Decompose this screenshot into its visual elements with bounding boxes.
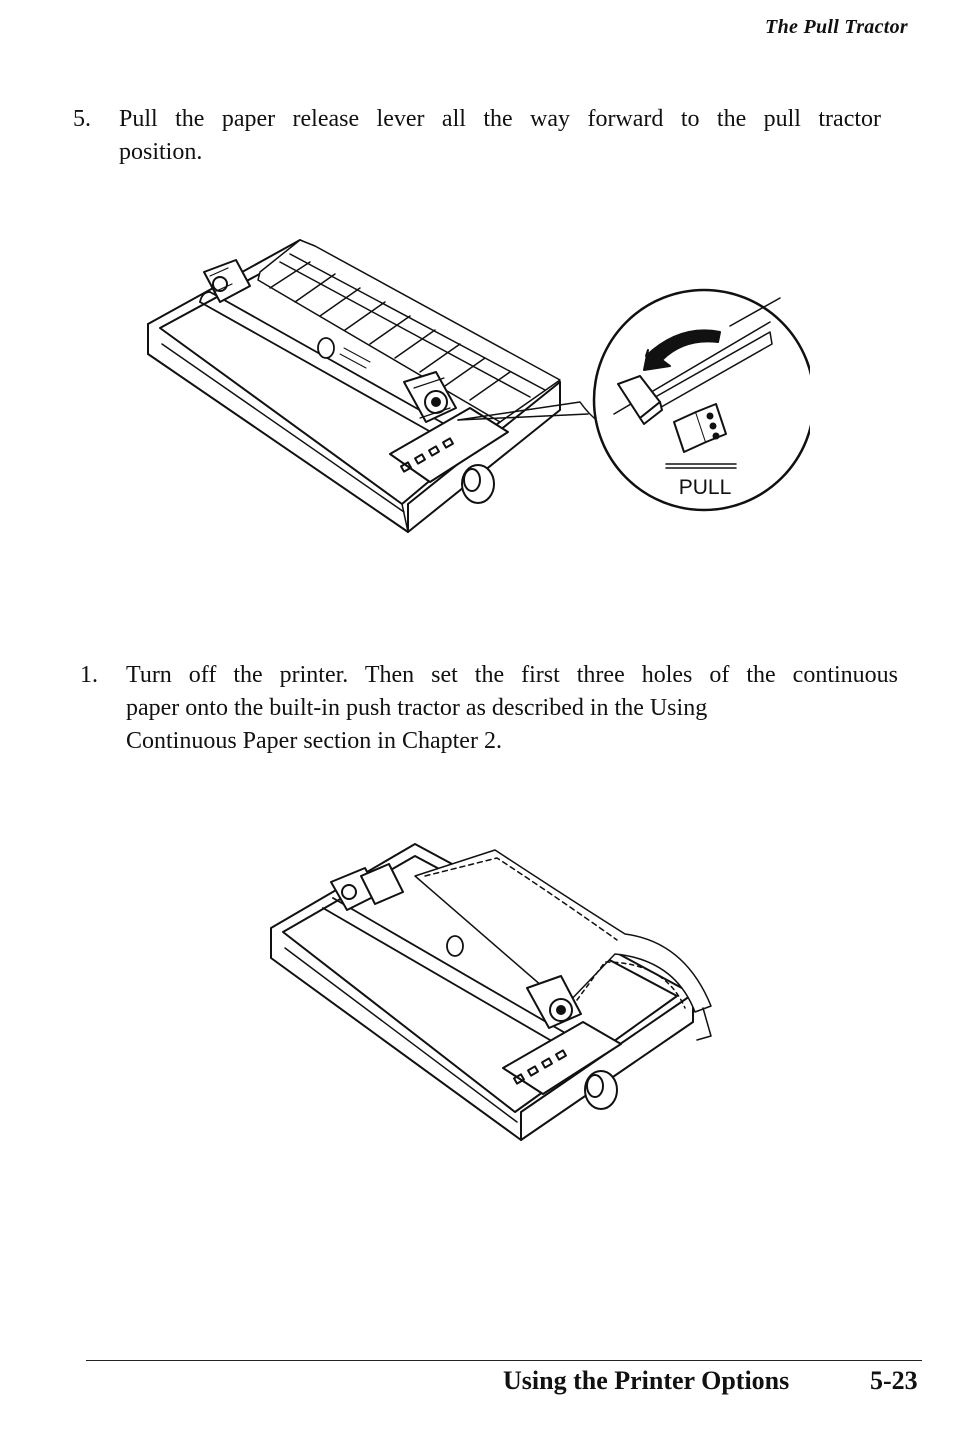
step-line: position.: [119, 139, 203, 165]
detail-callout: PULL: [592, 288, 810, 512]
step-line: Turn off the printer. Then set the first…: [126, 662, 898, 688]
step-1: 1. Turn off the printer. Then set the fi…: [80, 659, 900, 764]
printer-release-lever-illustration: PULL: [147, 239, 810, 533]
tractor-unit-left: [203, 259, 251, 303]
lever-pull-label: PULL: [679, 476, 732, 499]
step-line: Continuous Paper section in Chapter 2.: [126, 728, 502, 754]
platen-knob: [584, 1070, 618, 1110]
printer-continuous-paper-illustration: [270, 843, 712, 1141]
platen-knob: [461, 464, 495, 504]
step-text: Pull the paper release lever all the way…: [119, 103, 881, 169]
step-number: 1.: [80, 662, 98, 688]
tractor-unit-right: [526, 975, 582, 1029]
running-header: The Pull Tractor: [765, 16, 908, 38]
control-panel: [389, 407, 509, 483]
footer-rule: [86, 1360, 922, 1361]
control-panel: [502, 1021, 622, 1095]
step-text: Turn off the printer. Then set the first…: [126, 659, 898, 758]
step-5: 5. Pull the paper release lever all the …: [73, 103, 883, 173]
tractor-unit-right: [403, 371, 457, 423]
step-line: Pull the paper release lever all the way…: [119, 106, 881, 132]
footer-page-number: 5-23: [870, 1366, 918, 1395]
footer-section-title: Using the Printer Options: [503, 1366, 790, 1395]
step-line: paper onto the built-in push tractor as …: [126, 695, 708, 721]
arrow-icon: [643, 329, 721, 371]
paper-guide: [257, 239, 561, 423]
continuous-paper: [414, 849, 712, 1041]
tractor-unit-left: [330, 863, 404, 911]
paper-symbol-icon: [665, 403, 737, 469]
step-number: 5.: [73, 106, 91, 132]
